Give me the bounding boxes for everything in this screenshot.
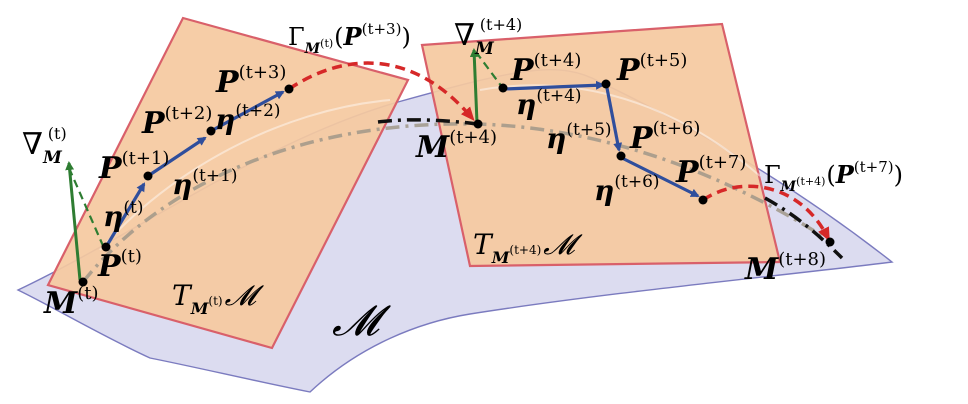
step-arrow-2 xyxy=(147,136,207,178)
label-M-t: M(t) xyxy=(43,283,99,321)
label-P-t2: P(t+2) xyxy=(141,103,212,141)
label-eta-t1: η(t+1) xyxy=(172,166,238,201)
step-arrow-3 xyxy=(210,90,285,133)
label-P-t7: P(t+7) xyxy=(675,152,746,190)
point-P-t2 xyxy=(206,126,216,136)
gradient-arrow-2 xyxy=(469,48,479,124)
gradient-dash-1 xyxy=(67,167,106,249)
step-arrow-4 xyxy=(503,80,605,91)
label-P-t6: P(t+6) xyxy=(629,118,700,156)
label-P-t5: P(t+5) xyxy=(616,50,687,88)
label-eta-t4: η(t+4) xyxy=(516,86,582,121)
tangent-plane-1 xyxy=(46,16,410,350)
label-eta-t: η(t) xyxy=(103,198,143,233)
point-P-t5 xyxy=(601,79,611,89)
label-grad-t4: ∇M(t+4) xyxy=(454,15,522,59)
label-eta-t5: η(t+5) xyxy=(546,120,612,155)
point-P-t xyxy=(101,242,111,252)
label-M-t4: M(t+4) xyxy=(415,127,497,165)
step-arrow-1 xyxy=(104,182,146,248)
plane-guide-curve-2 xyxy=(479,84,761,177)
tangent-plane-2 xyxy=(420,22,782,268)
step-arrow-5 xyxy=(605,87,623,152)
point-P-t4 xyxy=(498,83,508,93)
label-retraction-1: ΓM(t)(P(t+3)) xyxy=(288,20,411,57)
label-P-t4: P(t+4) xyxy=(510,50,581,88)
label-P-t1: P(t+1) xyxy=(98,148,169,186)
geodesic-curve-dark-2 xyxy=(764,196,844,260)
plane-guide-curve-1 xyxy=(99,99,391,251)
point-M-t xyxy=(78,277,88,287)
label-P-t: P(t) xyxy=(97,246,142,284)
label-P-t3: P(t+3) xyxy=(215,62,286,100)
point-P-t7 xyxy=(698,195,708,205)
label-grad-t: ∇M(t) xyxy=(22,124,67,168)
label-eta-t6: η(t+6) xyxy=(594,172,660,207)
point-M-t4 xyxy=(473,119,483,129)
label-retraction-2: ΓM(t+4)(P(t+7)) xyxy=(764,158,903,195)
point-M-t8 xyxy=(825,237,835,247)
geodesic-curve-dark-1 xyxy=(377,118,479,126)
retraction-arrow-1 xyxy=(288,61,475,122)
point-P-t1 xyxy=(143,171,153,181)
retraction-arrow-2 xyxy=(702,184,830,242)
point-P-t6 xyxy=(616,151,626,161)
gradient-arrow-1 xyxy=(65,161,82,281)
gradient-dash-2 xyxy=(475,51,503,88)
points xyxy=(78,79,835,287)
label-eta-t2: η(t+2) xyxy=(215,101,281,136)
point-P-t3 xyxy=(284,84,294,94)
label-M-t8: M(t+8) xyxy=(744,249,826,287)
step-arrow-6 xyxy=(621,156,700,198)
